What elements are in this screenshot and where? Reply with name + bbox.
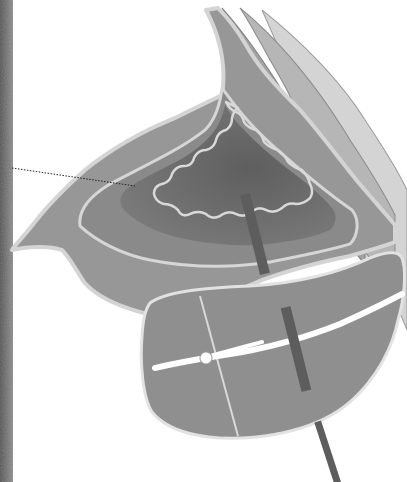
needle-bar-bottom <box>314 420 342 482</box>
left-image-strip <box>0 0 13 482</box>
